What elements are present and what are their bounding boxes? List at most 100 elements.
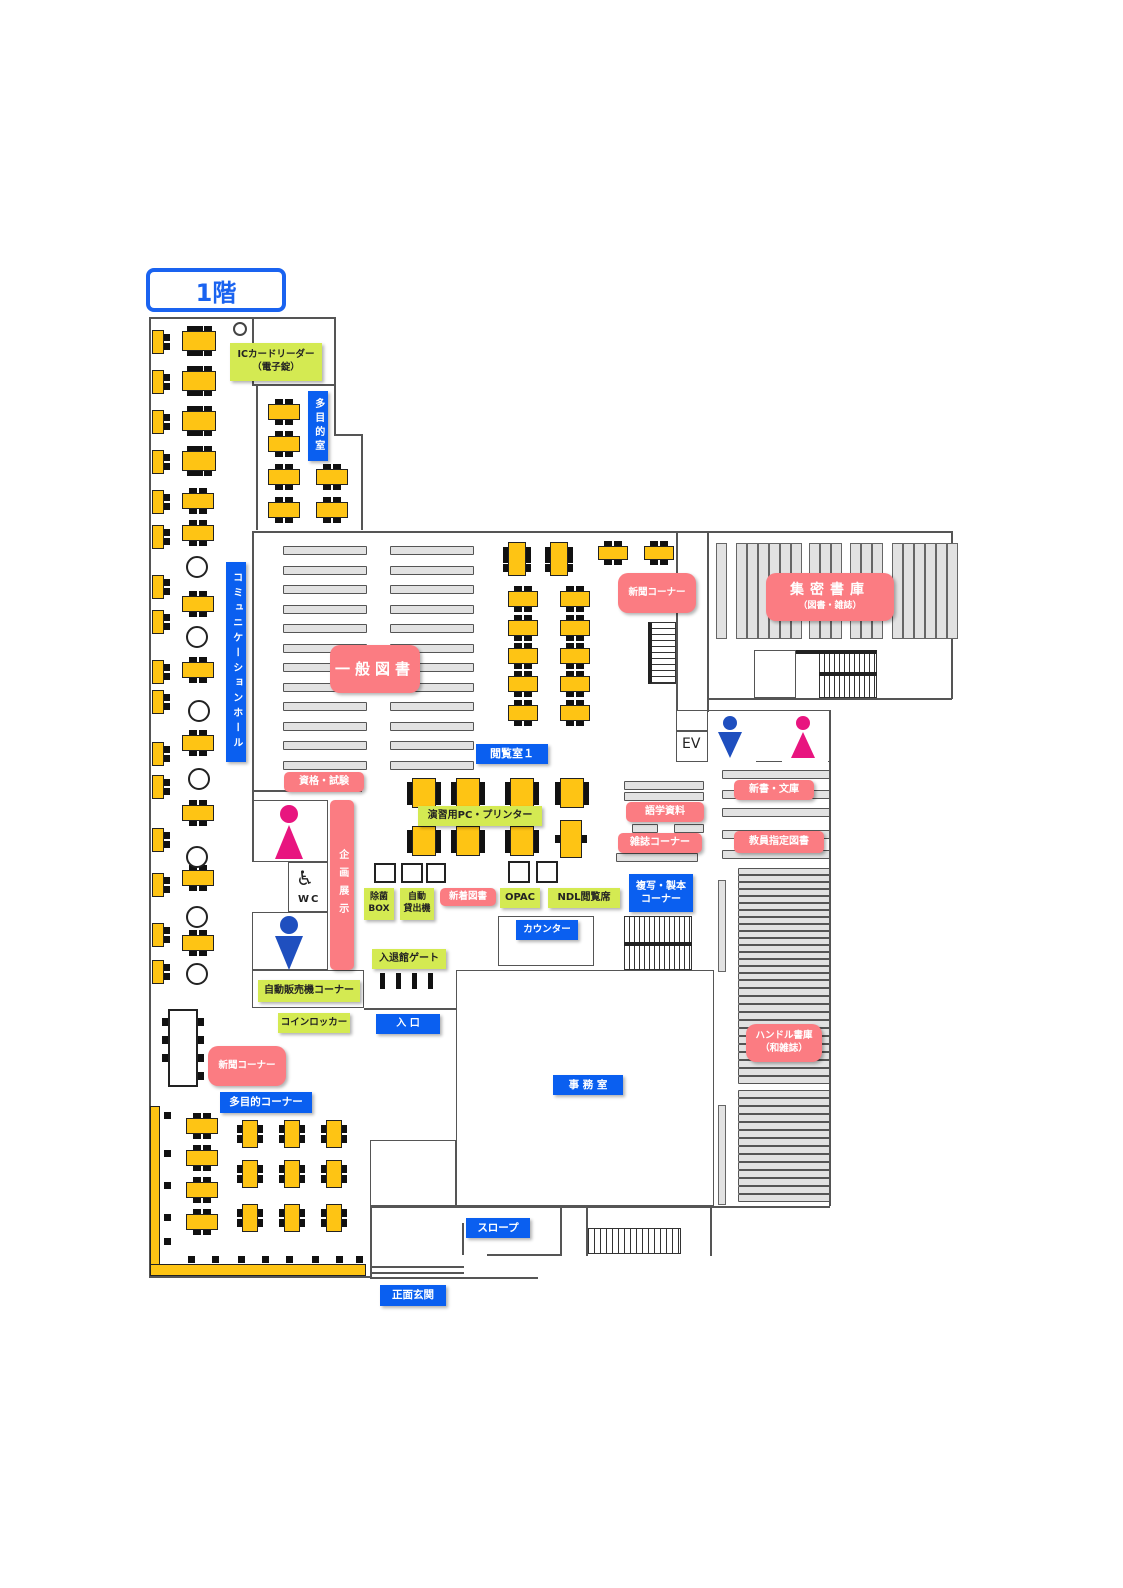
chair xyxy=(576,664,584,669)
chair xyxy=(503,546,508,555)
chair xyxy=(451,781,456,790)
bookshelf xyxy=(390,741,474,750)
compact-shelf xyxy=(947,543,958,639)
chair xyxy=(514,721,522,726)
chair xyxy=(188,930,197,935)
chair xyxy=(312,1256,319,1263)
table xyxy=(182,870,214,886)
newspaper-corner-bottom-label: 新聞コーナー xyxy=(208,1046,286,1086)
wall xyxy=(560,1206,562,1256)
chair xyxy=(582,835,587,843)
chair xyxy=(505,829,510,838)
table xyxy=(412,778,436,808)
chair xyxy=(407,781,412,790)
chair xyxy=(407,789,412,797)
chair xyxy=(164,788,170,795)
chair xyxy=(514,607,522,612)
chair xyxy=(480,829,485,838)
chair xyxy=(192,1166,201,1171)
chair xyxy=(503,555,508,563)
chair xyxy=(203,446,212,451)
chair xyxy=(192,1198,201,1203)
chair xyxy=(188,865,197,870)
chair xyxy=(566,586,574,591)
bench-vertical xyxy=(150,1106,160,1276)
bookshelf xyxy=(738,1178,830,1186)
chair xyxy=(164,579,170,586)
table xyxy=(560,620,590,636)
chair xyxy=(436,829,441,838)
bookshelf xyxy=(283,741,367,750)
bookshelf xyxy=(738,924,830,931)
chair xyxy=(188,591,197,596)
magazine-corner-label: 雑誌コーナー xyxy=(618,833,702,853)
chair xyxy=(188,821,197,826)
elevator-label: EV xyxy=(682,736,701,752)
chair xyxy=(164,454,170,461)
chair xyxy=(333,518,342,523)
chair xyxy=(164,334,170,341)
chair xyxy=(321,1209,326,1218)
chair xyxy=(195,471,203,476)
chair xyxy=(274,464,283,469)
bookshelf xyxy=(283,565,367,575)
bookshelf xyxy=(390,702,474,711)
stair-rail xyxy=(624,942,692,946)
bookshelf xyxy=(283,702,367,711)
chair xyxy=(237,1218,242,1227)
chair xyxy=(195,326,203,331)
chair xyxy=(300,1174,305,1183)
chair xyxy=(164,588,170,595)
wall xyxy=(714,1206,830,1208)
wheelchair-icon: ♿ xyxy=(296,866,314,890)
chair xyxy=(566,671,574,676)
wall xyxy=(149,317,151,1277)
chair xyxy=(192,1177,201,1182)
chair xyxy=(534,837,539,845)
chair xyxy=(198,1036,204,1044)
table xyxy=(456,826,480,856)
table xyxy=(182,935,214,951)
chair xyxy=(279,1125,284,1134)
chair xyxy=(199,865,208,870)
chair xyxy=(199,730,208,735)
table xyxy=(412,826,436,856)
table xyxy=(284,1120,300,1148)
table xyxy=(508,676,538,692)
chair xyxy=(566,607,574,612)
chair xyxy=(199,488,208,493)
table xyxy=(182,735,214,751)
chair xyxy=(203,1166,212,1171)
chair xyxy=(480,796,485,805)
chair xyxy=(188,678,197,683)
bookshelf xyxy=(283,760,367,770)
chair xyxy=(451,844,456,853)
chair xyxy=(285,518,294,523)
sterilization-box-text: 除菌 xyxy=(369,892,388,903)
bookshelf xyxy=(738,896,830,903)
bookshelf xyxy=(283,585,367,594)
chair xyxy=(614,560,622,565)
wall xyxy=(710,1206,712,1256)
chair xyxy=(199,678,208,683)
round-table xyxy=(186,906,208,928)
wall-seat xyxy=(152,575,164,599)
chair xyxy=(534,796,539,805)
chair xyxy=(451,789,456,797)
chair xyxy=(192,1134,201,1139)
multipurpose-corner-label: 多目的コーナー xyxy=(220,1092,312,1113)
chair xyxy=(650,541,658,546)
stair-rail xyxy=(796,650,876,654)
chair xyxy=(322,485,331,490)
chair xyxy=(164,703,170,710)
chair xyxy=(164,673,170,680)
entry-exit-gate-label: 入退館ゲート xyxy=(372,949,446,969)
chair xyxy=(188,612,197,617)
chair xyxy=(203,326,212,331)
table xyxy=(182,493,214,509)
compact-shelf xyxy=(747,543,758,639)
chair xyxy=(604,560,612,565)
chair xyxy=(164,538,170,545)
table xyxy=(182,596,214,612)
bookshelf xyxy=(738,875,830,882)
